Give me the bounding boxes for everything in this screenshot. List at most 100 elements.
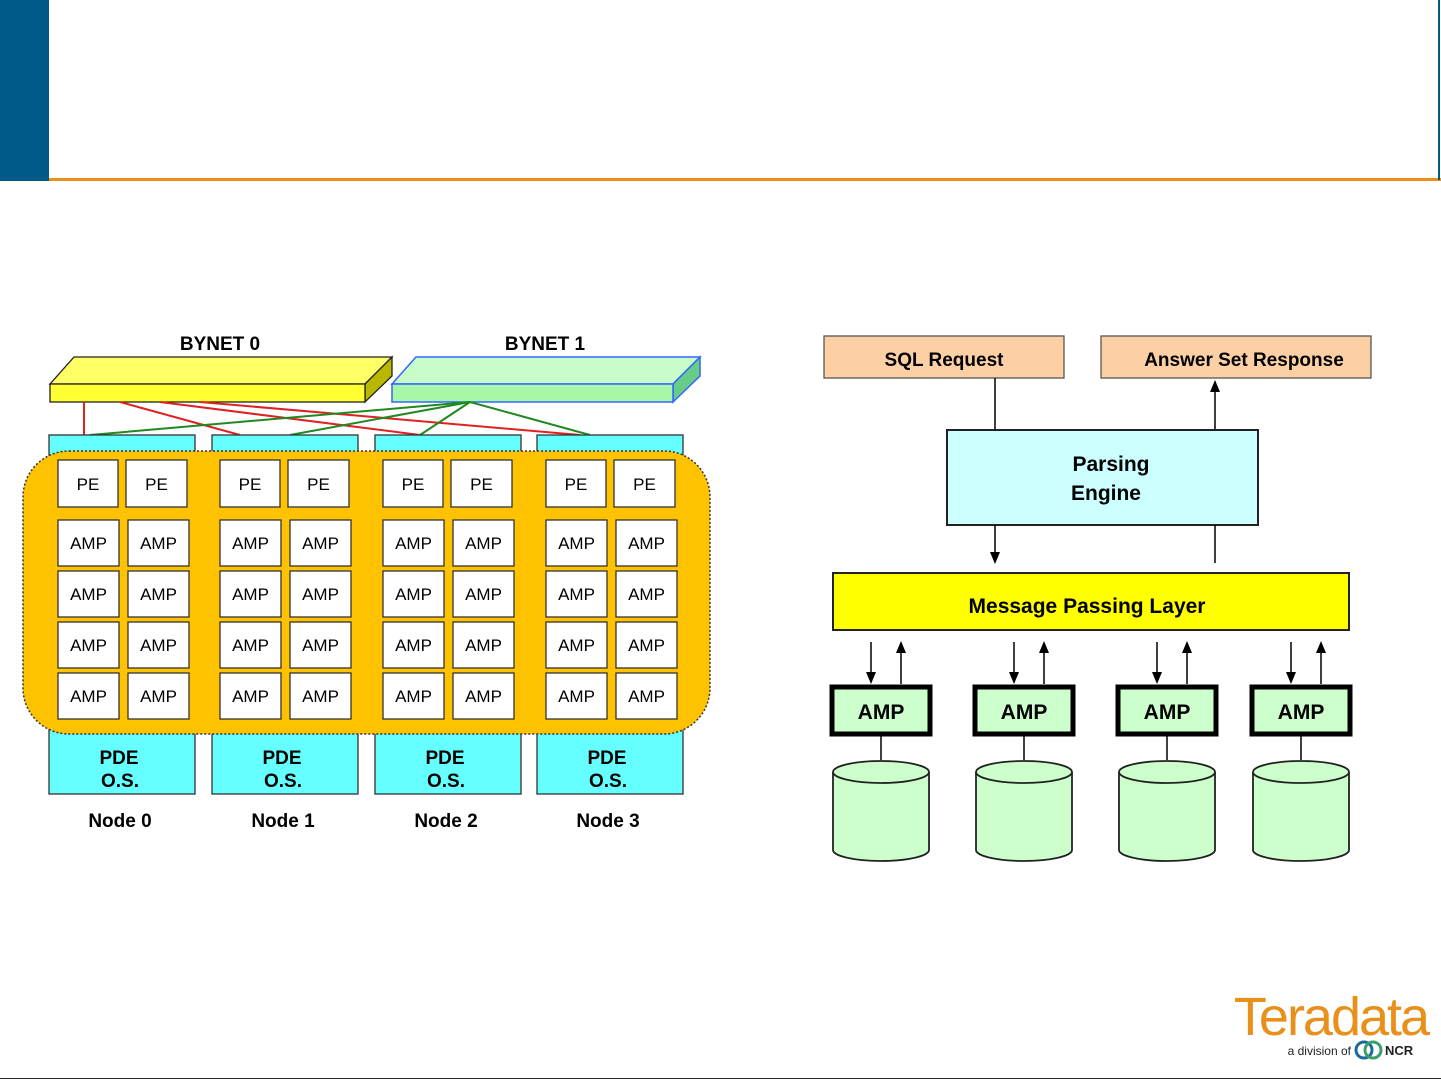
pe-label: PE [633,475,656,494]
os-label: O.S. [427,771,465,792]
pde-label: PDE [587,748,626,769]
down-arrow-icon [1009,672,1019,684]
sql-request-box [823,335,1065,379]
amp-cell [219,621,282,669]
os-label: O.S. [264,771,302,792]
pe-label: PE [77,475,100,494]
amp-label: AMP [628,534,665,553]
pe-label: PE [470,475,493,494]
up-arrow-icon [1039,641,1049,653]
ncr-icon [1354,1040,1383,1060]
amp-label: AMP [302,636,339,655]
amp-cell [382,621,445,669]
message-passing-layer [832,572,1350,631]
pe-cell [382,459,444,508]
amp-label: AMP [140,636,177,655]
amp-cell [219,519,282,567]
amp-box-label: AMP [858,701,905,724]
amp-label: AMP [558,687,595,706]
message-passing-label: Message Passing Layer [969,595,1206,618]
amp-cell [615,570,678,618]
node-architecture-diagram: BYNET 0 BYNET 1 [22,334,711,832]
amp-cell [289,672,352,720]
amp-cell [382,570,445,618]
parsing-engine-line1: Parsing [1072,453,1149,476]
amp-label: AMP [70,534,107,553]
pde-label: PDE [99,748,138,769]
amp-label: AMP [558,636,595,655]
up-arrow-icon [896,641,906,653]
amp-box-label: AMP [1278,701,1325,724]
teradata-logo: Teradata a division of NCR [1234,987,1433,1060]
amp-box [1249,684,1353,737]
up-arrow-icon [1316,641,1326,653]
amp-label: AMP [232,585,269,604]
amp-label: AMP [140,687,177,706]
amp-box [829,684,933,737]
pe-cell [450,459,513,508]
amp-label: AMP [395,534,432,553]
amp-label: AMP [302,687,339,706]
amp-cell [289,621,352,669]
down-arrow-icon [1286,672,1296,684]
pe-cell [545,459,607,508]
header-accent-bar [0,0,49,181]
node-label: Node 1 [251,811,315,832]
amp-cell [452,570,515,618]
amp-cell [219,570,282,618]
node-label: Node 0 [88,811,151,832]
amp-label: AMP [465,585,502,604]
amp-cell [452,621,515,669]
disk-icon [975,760,1073,862]
node-label: Node 2 [414,811,477,832]
down-arrow-icon [990,552,1000,564]
amp-cell [127,570,190,618]
amp-label: AMP [628,585,665,604]
pe-cell [219,459,281,508]
amp-label: AMP [558,534,595,553]
amp-cell [289,519,352,567]
amp-cell [452,672,515,720]
amp-label: AMP [628,636,665,655]
pe-cell [125,459,188,508]
down-arrow-icon [866,672,876,684]
amp-label: AMP [232,687,269,706]
bynet1-label: BYNET 1 [505,334,586,355]
amp-label: AMP [628,687,665,706]
amp-cell [615,672,678,720]
amp-label: AMP [70,636,107,655]
disk-icon [1252,760,1350,862]
pe-cell [613,459,676,508]
logo-tagline: a division of [1288,1044,1352,1058]
amp-label: AMP [140,585,177,604]
amp-label: AMP [232,534,269,553]
answer-set-box [1100,335,1372,379]
smp-region [22,450,711,735]
amp-cell [545,621,608,669]
amp-box-label: AMP [1144,701,1191,724]
up-arrow-icon [1182,641,1192,653]
pe-cell [287,459,350,508]
os-label: O.S. [101,771,139,792]
amp-cell [289,570,352,618]
pe-label: PE [307,475,330,494]
disk-icon [832,760,930,862]
pde-label: PDE [262,748,301,769]
bynet-links [83,401,591,436]
amp-label: AMP [465,534,502,553]
response-arrow-icon [1210,380,1220,392]
amp-cell [545,672,608,720]
amp-box [1115,684,1219,737]
amp-cell [127,621,190,669]
amp-cell [57,621,120,669]
amp-label: AMP [395,687,432,706]
pe-cell [57,459,119,508]
amp-label: AMP [232,636,269,655]
amp-cell [615,621,678,669]
pe-label: PE [239,475,262,494]
answer-set-label: Answer Set Response [1144,350,1344,371]
amp-box-label: AMP [1001,701,1048,724]
node-label: Node 3 [576,811,639,832]
amp-label: AMP [558,585,595,604]
amp-label: AMP [395,636,432,655]
